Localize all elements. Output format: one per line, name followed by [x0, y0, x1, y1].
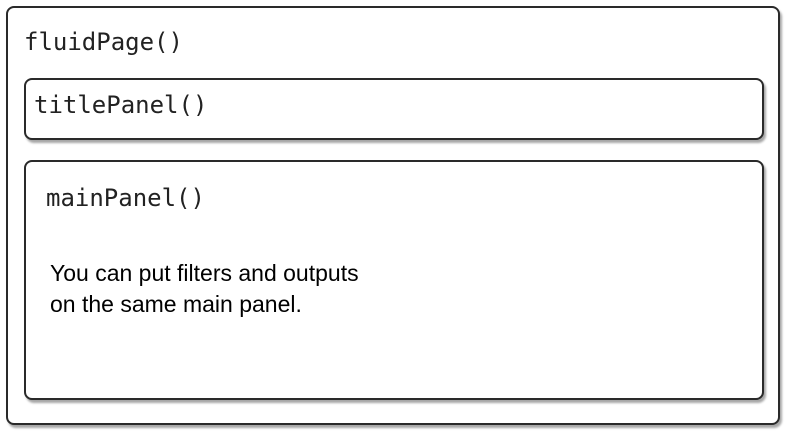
title-panel-box [24, 78, 764, 140]
main-panel-note: You can put filters and outputs on the s… [50, 258, 359, 320]
main-panel-label: mainPanel() [46, 184, 205, 212]
main-panel-note-line-2: on the same main panel. [50, 291, 302, 317]
fluid-page-label: fluidPage() [24, 28, 183, 56]
main-panel-note-line-1: You can put filters and outputs [50, 260, 359, 286]
main-panel-box [24, 160, 764, 400]
title-panel-label: titlePanel() [34, 91, 208, 119]
